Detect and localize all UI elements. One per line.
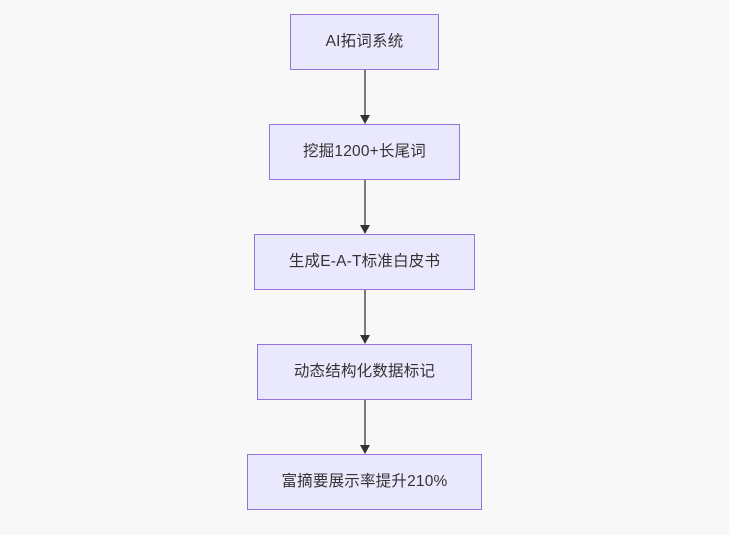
node-label: 生成E-A-T标准白皮书: [288, 252, 441, 270]
flowchart-node-dynamic-structured-data-markup[interactable]: 动态结构化数据标记: [257, 344, 472, 400]
edge-line: [363, 290, 366, 336]
arrow-down-icon: [359, 445, 370, 454]
flowchart-edge-n2-n3: [358, 180, 372, 234]
flowchart-node-rich-snippet-impression-lift[interactable]: 富摘要展示率提升210%: [247, 454, 482, 510]
arrow-down-icon: [359, 115, 370, 124]
flowchart-node-generate-eat-whitepaper[interactable]: 生成E-A-T标准白皮书: [254, 234, 475, 290]
top-spacer: [364, 0, 365, 14]
edge-line: [363, 400, 366, 446]
node-label: 富摘要展示率提升210%: [281, 472, 448, 490]
arrow-down-icon: [359, 225, 370, 234]
edge-line: [363, 70, 366, 116]
edge-line: [363, 180, 366, 226]
flowchart-edge-n3-n4: [358, 290, 372, 344]
node-label: AI拓词系统: [325, 32, 404, 50]
arrow-down-icon: [359, 335, 370, 344]
node-label: 动态结构化数据标记: [293, 362, 436, 380]
flowchart-node-mine-longtail-keywords[interactable]: 挖掘1200+长尾词: [269, 124, 460, 180]
flowchart-node-ai-keyword-system[interactable]: AI拓词系统: [290, 14, 439, 70]
flowchart-edge-n4-n5: [358, 400, 372, 454]
node-label: 挖掘1200+长尾词: [302, 142, 427, 160]
flowchart-edge-n1-n2: [358, 70, 372, 124]
